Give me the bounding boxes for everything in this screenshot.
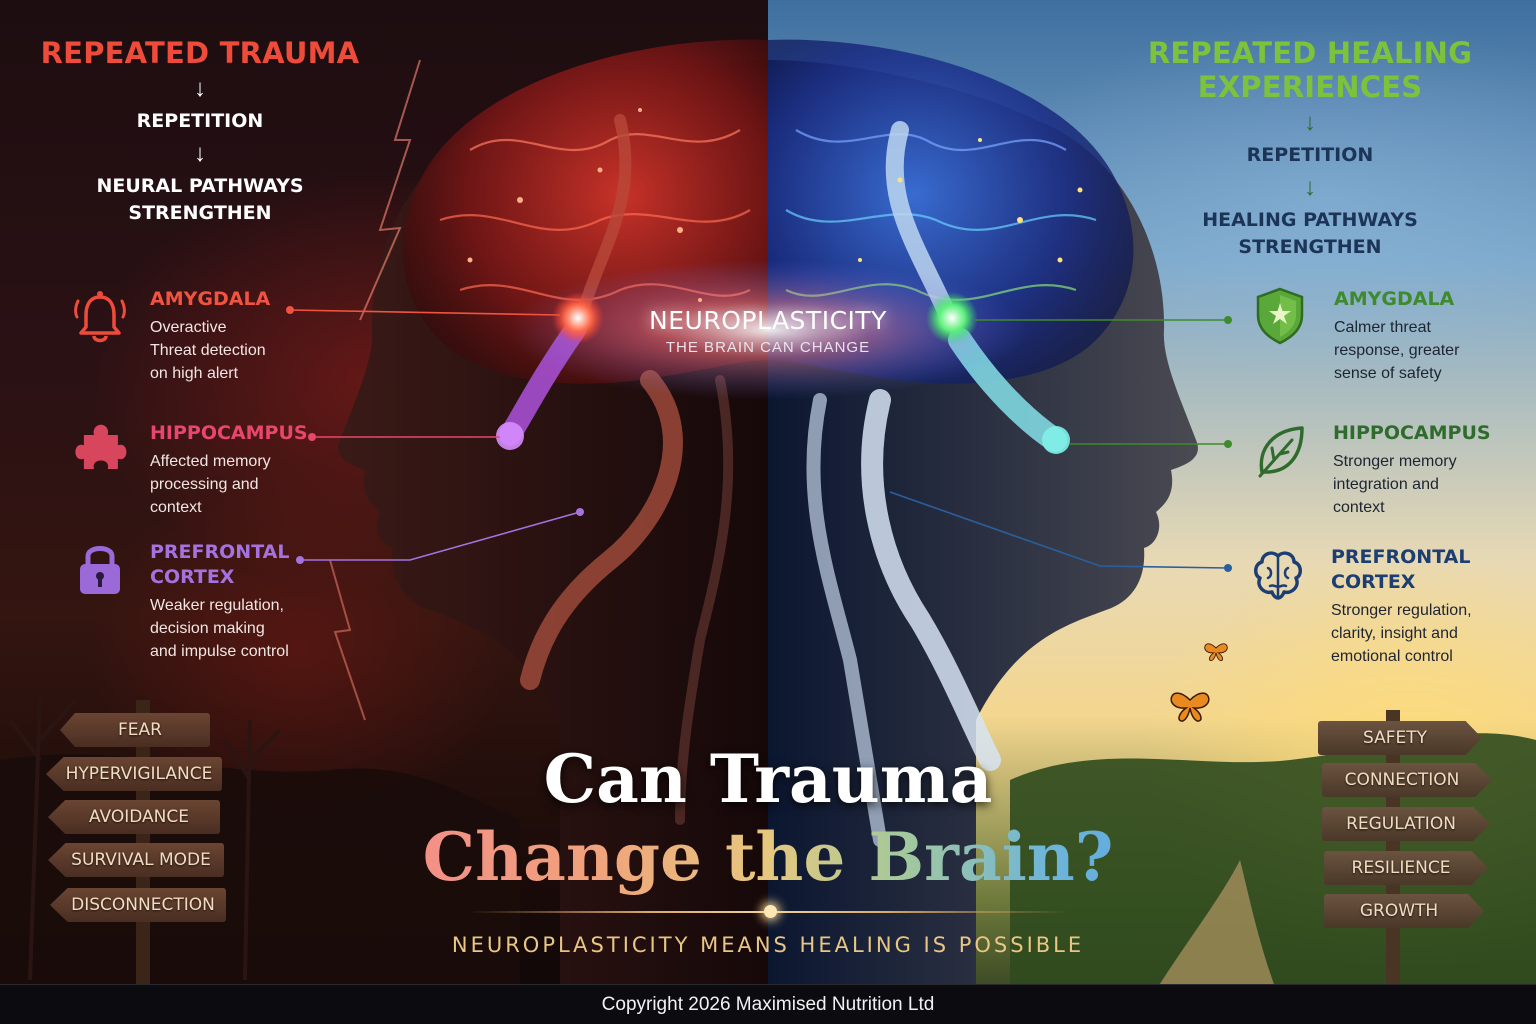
signboard-right: REGULATION bbox=[1322, 807, 1490, 841]
amygdala-node-right bbox=[926, 292, 978, 344]
right-prefrontal-desc-line: Stronger regulation, bbox=[1331, 602, 1472, 619]
butterfly-icon bbox=[1170, 692, 1210, 722]
left-prefrontal-title-line1: PREFRONTAL bbox=[150, 541, 290, 563]
left-hippocampus-desc-line: processing and bbox=[150, 476, 259, 493]
right-hippocampus-desc-line: integration and bbox=[1333, 476, 1439, 493]
right-pathway-header: REPEATED HEALING EXPERIENCES ↓ REPETITIO… bbox=[1140, 36, 1480, 261]
divider-dot-icon bbox=[764, 905, 777, 918]
copyright-footer: Copyright 2026 Maximised Nutrition Ltd bbox=[0, 984, 1536, 1024]
signboard-label: HYPERVIGILANCE bbox=[65, 764, 213, 784]
right-step-repetition: REPETITION bbox=[1246, 144, 1374, 166]
signboard-right: GROWTH bbox=[1324, 894, 1484, 928]
neuroplasticity-title: NEUROPLASTICITY bbox=[649, 306, 887, 335]
lock-icon bbox=[80, 546, 120, 594]
right-prefrontal-info: PREFRONTAL CORTEX Stronger regulation, c… bbox=[1331, 545, 1501, 668]
left-amygdala-desc-line: on high alert bbox=[150, 365, 239, 382]
main-title: Can Trauma Change the Brain? bbox=[368, 740, 1168, 896]
left-step-strengthen-line2: STRENGTHEN bbox=[128, 202, 272, 224]
signboard-left: FEAR bbox=[60, 713, 210, 747]
right-step-strengthen-line2: STRENGTHEN bbox=[1238, 236, 1382, 258]
right-amygdala-desc-line: response, greater bbox=[1334, 342, 1460, 359]
signboard-label: SAFETY bbox=[1362, 728, 1428, 748]
right-hippocampus-title: HIPPOCAMPUS bbox=[1333, 422, 1491, 444]
hippocampus-node-left bbox=[496, 422, 524, 450]
signboard-label: FEAR bbox=[118, 720, 162, 740]
left-step-strengthen-line1: NEURAL PATHWAYS bbox=[96, 175, 304, 197]
left-amygdala-desc-line: Threat detection bbox=[150, 342, 266, 359]
signboard-label: CONNECTION bbox=[1344, 770, 1460, 790]
neuroplasticity-label: NEUROPLASTICITY THE BRAIN CAN CHANGE bbox=[618, 306, 918, 356]
left-amygdala-info: AMYGDALA Overactive Threat detection on … bbox=[150, 287, 300, 385]
down-arrow-icon: ↓ bbox=[194, 140, 206, 167]
right-amygdala-desc-line: sense of safety bbox=[1334, 365, 1442, 382]
left-hippocampus-info: HIPPOCAMPUS Affected memory processing a… bbox=[150, 421, 308, 519]
amygdala-node-left bbox=[552, 292, 604, 344]
neuroplasticity-subtitle: THE BRAIN CAN CHANGE bbox=[665, 339, 871, 356]
signboard-left: SURVIVAL MODE bbox=[48, 843, 224, 877]
signboard-label: DISCONNECTION bbox=[71, 895, 215, 915]
butterfly-icon bbox=[1204, 643, 1228, 661]
left-header-title: REPEATED TRAUMA bbox=[40, 36, 360, 70]
signboard-label: RESILIENCE bbox=[1351, 858, 1451, 878]
right-header-title-line2: EXPERIENCES bbox=[1197, 70, 1423, 104]
right-amygdala-desc-line: Calmer threat bbox=[1334, 319, 1431, 336]
signboard-left: AVOIDANCE bbox=[48, 800, 220, 834]
left-hippocampus-desc-line: Affected memory bbox=[150, 453, 271, 470]
brain-icon bbox=[1254, 551, 1302, 600]
signboard-label: AVOIDANCE bbox=[88, 807, 190, 827]
shield-icon bbox=[1256, 287, 1304, 345]
signboard-right: RESILIENCE bbox=[1324, 851, 1488, 885]
right-prefrontal-title-line2: CORTEX bbox=[1331, 571, 1416, 593]
hippocampus-node-right bbox=[1042, 426, 1070, 454]
right-prefrontal-desc-line: clarity, insight and bbox=[1331, 625, 1458, 642]
main-title-line1: Can Trauma bbox=[543, 740, 993, 818]
left-prefrontal-title-line2: CORTEX bbox=[150, 566, 235, 588]
leaf-icon bbox=[1258, 426, 1304, 478]
right-hippocampus-desc-line: Stronger memory bbox=[1333, 453, 1457, 470]
left-step-repetition: REPETITION bbox=[136, 110, 264, 132]
left-hippocampus-desc-line: context bbox=[150, 499, 202, 516]
signboard-left: DISCONNECTION bbox=[50, 888, 226, 922]
left-pathway-header: REPEATED TRAUMA ↓ REPETITION ↓ NEURAL PA… bbox=[40, 36, 360, 227]
right-prefrontal-desc-line: emotional control bbox=[1331, 648, 1453, 665]
signboard-label: GROWTH bbox=[1359, 901, 1439, 921]
left-amygdala-title: AMYGDALA bbox=[150, 288, 271, 310]
left-prefrontal-desc-line: Weaker regulation, bbox=[150, 597, 284, 614]
right-amygdala-info: AMYGDALA Calmer threat response, greater… bbox=[1334, 287, 1494, 385]
main-subtitle: NEUROPLASTICITY MEANS HEALING IS POSSIBL… bbox=[451, 933, 1085, 957]
signboard-right: CONNECTION bbox=[1322, 763, 1492, 797]
main-title-line2: Change the Brain? bbox=[368, 818, 1168, 896]
signboard-left: HYPERVIGILANCE bbox=[46, 757, 222, 791]
right-step-strengthen-line1: HEALING PATHWAYS bbox=[1202, 209, 1418, 231]
right-header-title-line1: REPEATED HEALING bbox=[1147, 36, 1473, 70]
right-hippocampus-info: HIPPOCAMPUS Stronger memory integration … bbox=[1333, 421, 1493, 519]
left-prefrontal-info: PREFRONTAL CORTEX Weaker regulation, dec… bbox=[150, 540, 315, 663]
right-amygdala-title: AMYGDALA bbox=[1334, 288, 1455, 310]
left-prefrontal-desc-line: and impulse control bbox=[150, 643, 289, 660]
down-arrow-icon: ↓ bbox=[1304, 109, 1316, 136]
down-arrow-icon: ↓ bbox=[194, 75, 206, 102]
signboard-right: SAFETY bbox=[1318, 721, 1482, 755]
left-hippocampus-title: HIPPOCAMPUS bbox=[150, 422, 308, 444]
left-prefrontal-desc-line: decision making bbox=[150, 620, 265, 637]
signboard-label: SURVIVAL MODE bbox=[71, 850, 211, 870]
right-prefrontal-title-line1: PREFRONTAL bbox=[1331, 546, 1471, 568]
right-hippocampus-desc-line: context bbox=[1333, 499, 1385, 516]
signboard-label: REGULATION bbox=[1346, 814, 1456, 834]
bell-icon bbox=[74, 291, 126, 343]
left-amygdala-desc-line: Overactive bbox=[150, 319, 227, 336]
puzzle-icon bbox=[75, 424, 127, 469]
down-arrow-icon: ↓ bbox=[1304, 174, 1316, 201]
